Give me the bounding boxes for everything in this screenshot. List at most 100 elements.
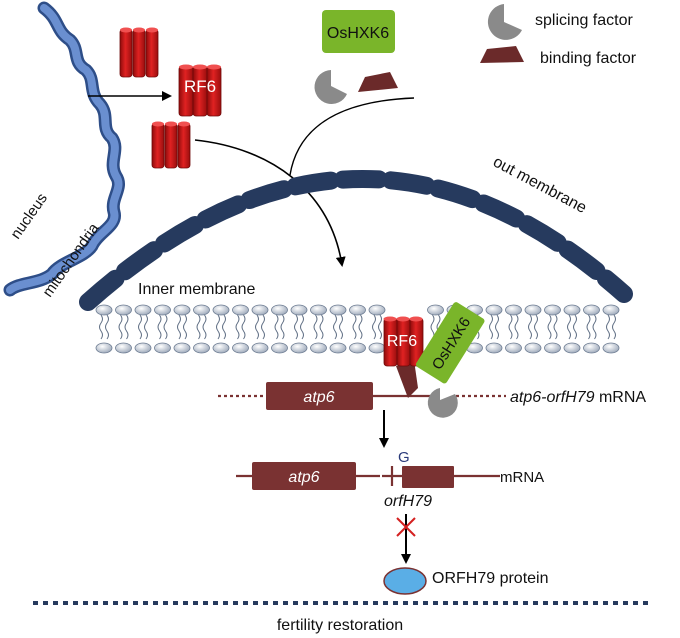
legend-splicing-label: splicing factor [535,12,633,29]
binding-factor-shape-top [358,72,398,92]
lipid-head-top [544,304,561,316]
lipid-tail [378,314,382,340]
lipid-tail [216,314,220,340]
lipid-tail [222,314,226,340]
lipid-tail [157,314,162,340]
lipid-tail [319,314,324,340]
lipid-head-top [602,304,620,316]
oshxk6-import-line [289,97,415,176]
lipid-head-top [563,304,581,316]
lipid-head-bottom [154,342,171,354]
lipid-tail [235,314,240,340]
lipid-tail [163,314,168,340]
lipid-head-top [251,304,269,316]
rf6-cylinders-labeled [178,64,222,117]
lipid-head-top [329,304,347,316]
lipid-head-bottom [563,342,581,354]
lipid-tail [528,314,532,340]
lipid-tail [255,314,259,340]
lipid-head-top [349,304,366,316]
lipid-tail [606,314,610,340]
lipid-tail [196,314,201,340]
fertility-restoration-label: fertility restoration [277,617,403,634]
lipid-head-bottom [368,342,386,354]
lipid-tail [534,314,538,340]
lipid-head-bottom [212,342,230,354]
rf6-cylinders-complex [383,316,424,367]
lipid-head-top [485,304,503,316]
lipid-tail [489,314,493,340]
lipid-tail [514,314,519,340]
lipid-tail [144,314,148,340]
lipid-head-bottom [524,342,542,354]
lipid-head-top [290,304,308,316]
lipid-tail [508,314,513,340]
oshxk6-top-box [322,10,395,53]
nucleus-envelope-inner [6,4,123,294]
lipid-head-bottom [310,342,327,354]
splicing-factor-shape-top [314,70,347,104]
lipid-tail [138,314,142,340]
lipid-tail [372,314,376,340]
binding-factor-complex [396,360,418,398]
lipid-tail [495,314,499,340]
legend-binding-label: binding factor [540,50,637,67]
lipid-head-bottom [485,342,503,354]
lipid-head-top [154,304,171,316]
lipid-head-bottom [583,342,600,354]
oshxk6-top-label: OsHXK6 [327,25,389,42]
rf6-cylinders-top-left [119,27,159,78]
lipid-head-bottom [505,342,522,354]
lipid-head-bottom [134,342,152,354]
lipid-head-bottom [251,342,269,354]
lipid-tail [274,314,279,340]
lipid-head-top [95,304,113,316]
orfh79-protein-shape [383,567,427,595]
lipid-head-top [212,304,230,316]
lipid-tail [592,314,597,340]
lipid-tail [547,314,552,340]
lipid-tail [241,314,246,340]
lipid-head-top [115,304,132,316]
lipid-head-top [505,304,522,316]
lipid-tail [118,314,123,340]
oshxk6-complex-box [415,302,485,384]
splicing-factor-complex [427,388,458,418]
mrna-bottom-label: mRNA [500,469,544,486]
lipid-tail [177,314,181,340]
orfh79-protein-label: ORFH79 protein [432,570,549,587]
lipid-head-top [368,304,386,316]
lipid-tail [586,314,591,340]
atp6-gene-box-top [266,382,373,410]
lipid-head-top [232,304,249,316]
outer-membrane-arc [79,170,633,311]
orfh79-label: orfH79 [384,493,432,510]
lipid-head-top [427,304,444,316]
lipid-tail [202,314,207,340]
lipid-tail [294,314,298,340]
import-arrow [194,139,346,267]
orfh79-gene-box [402,466,454,488]
rf6-top-label: RF6 [184,77,216,96]
lipid-tail [183,314,187,340]
inner-membrane-bilayer [95,304,620,354]
lipid-tail [553,314,558,340]
lipid-head-top [310,304,327,316]
lipid-tail [339,314,343,340]
rf6-complex-label: RF6 [387,333,417,350]
rf6-cylinders-mito [151,121,191,169]
lipid-tail [333,314,337,340]
inner-membrane-label: Inner membrane [138,281,255,298]
lipid-tail [430,314,435,340]
block-cross-b [396,517,416,537]
lipid-tail [612,314,616,340]
lipid-head-top [271,304,288,316]
lipid-tail [352,314,357,340]
lipid-tail [99,314,103,340]
nucleus-label: nucleus [7,190,51,242]
lipid-tail [261,314,265,340]
lipid-head-bottom [95,342,113,354]
lipid-head-top [134,304,152,316]
